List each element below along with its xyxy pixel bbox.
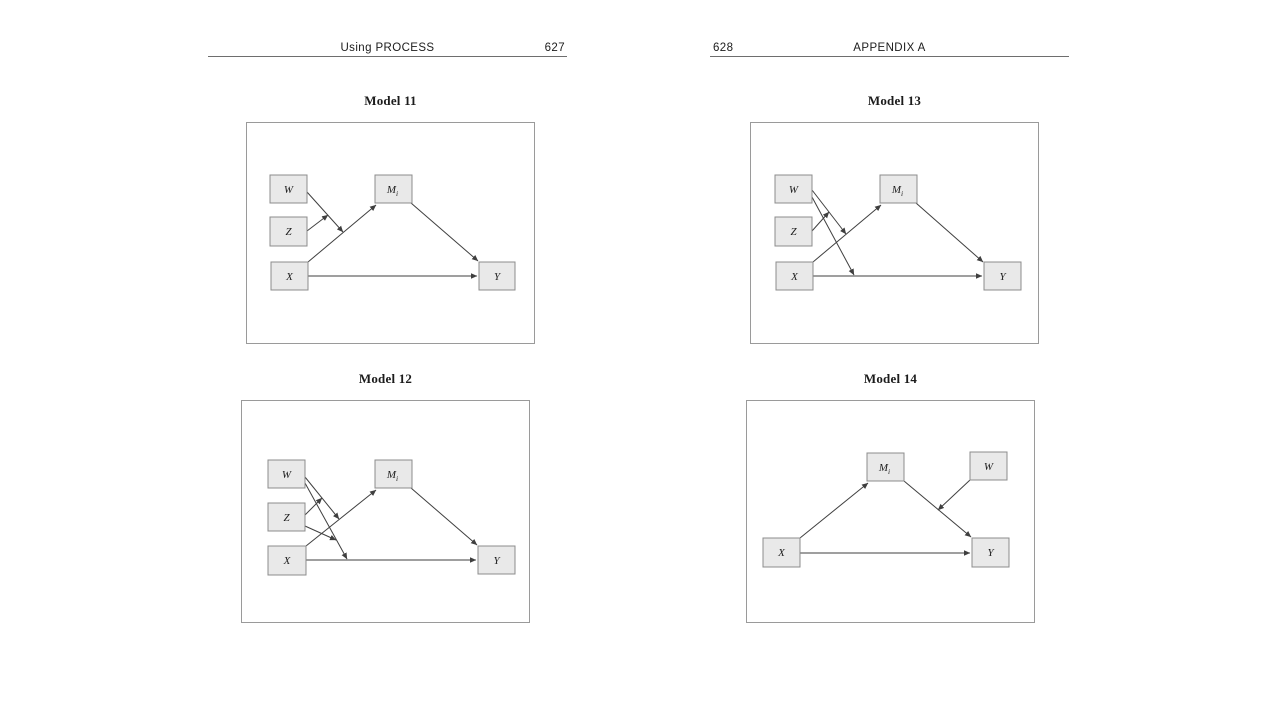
model12-arrow-z-moderates-w-a	[304, 497, 323, 516]
model13-node-z	[774, 216, 813, 247]
model14-label-m: Mi	[878, 462, 890, 476]
model11-title: Model 11	[364, 93, 417, 108]
model14-diagram: X Mi W Y	[746, 400, 1035, 623]
right-page-number: 628	[713, 42, 734, 54]
model13-node-y	[983, 261, 1022, 291]
model12-node-y	[477, 545, 516, 575]
model13-arrow-w-moderates-cprime	[811, 196, 855, 276]
left-page-header: Using PROCESS 627	[208, 40, 567, 57]
model14-arrow-w-moderates-b	[937, 479, 971, 511]
model14-node-w	[969, 451, 1008, 481]
model13-arrow-x-to-m	[812, 204, 882, 263]
model11-label-z: Z	[285, 226, 292, 238]
model12-arrow-x-to-m	[305, 489, 377, 547]
model13-arrow-m-to-y	[915, 202, 984, 263]
model11-node-y	[478, 261, 516, 291]
right-page-header: APPENDIX A 628	[710, 40, 1069, 57]
model11-diagram: W Z X Mi Y	[246, 122, 535, 344]
model12-diagram: W Z X Mi Y	[241, 400, 530, 623]
model14-arrow-x-to-m	[799, 482, 869, 539]
model13-node-x	[775, 261, 814, 291]
left-running-head: Using PROCESS	[340, 42, 435, 54]
model12-node-m	[374, 459, 413, 489]
model13-diagram: W Z X Mi Y	[750, 122, 1039, 344]
model12-node-x	[267, 545, 307, 576]
model13-label-m: Mi	[891, 184, 903, 198]
model11-node-w	[269, 174, 308, 204]
model11-label-x: X	[285, 271, 294, 283]
model13-arrow-z-moderates-w	[811, 211, 830, 232]
model13-node-m	[879, 174, 918, 204]
model13-title: Model 13	[867, 93, 922, 108]
model12-label-m: Mi	[386, 469, 398, 483]
model12-arrow-w-moderates-cprime	[304, 482, 348, 560]
model14-frame	[746, 400, 1035, 623]
model12-label-x: X	[283, 555, 292, 567]
model13-label-z: Z	[790, 226, 797, 238]
model11-arrow-w-moderates-a	[306, 191, 344, 233]
model14-title: Model 14	[863, 371, 918, 386]
model12-arrow-z-moderates-w-cprime	[304, 525, 337, 541]
model12-node-w	[267, 459, 306, 489]
model14-node-y	[971, 537, 1010, 568]
model14-arrow-m-to-y	[903, 480, 972, 538]
model11-node-x	[270, 261, 309, 291]
model12-label-w: W	[282, 469, 292, 481]
model11-arrow-z-moderates-w	[306, 214, 329, 232]
model14-label-x: X	[777, 547, 786, 559]
model12-label-y: Y	[493, 555, 501, 567]
model11-arrow-x-to-m	[307, 204, 377, 263]
right-running-head: APPENDIX A	[853, 42, 926, 54]
model14-label-w: W	[984, 461, 994, 473]
model14-node-x	[762, 537, 801, 568]
model13-label-y: Y	[999, 271, 1007, 283]
model13-label-w: W	[789, 184, 799, 196]
model13-node-w	[774, 174, 813, 204]
model12-title: Model 12	[358, 371, 413, 386]
model14-node-m	[866, 452, 905, 482]
model11-label-w: W	[284, 184, 294, 196]
model12-label-z: Z	[283, 512, 290, 524]
left-page-number: 627	[544, 42, 565, 54]
model11-label-m: Mi	[386, 184, 398, 198]
model11-arrow-m-to-y	[410, 202, 479, 262]
model13-label-x: X	[790, 271, 799, 283]
model11-node-z	[269, 216, 308, 247]
model12-arrow-m-to-y	[410, 487, 478, 546]
model14-label-y: Y	[987, 547, 995, 559]
model12-node-z	[267, 502, 306, 532]
model11-label-y: Y	[494, 271, 502, 283]
model11-node-m	[374, 174, 413, 204]
